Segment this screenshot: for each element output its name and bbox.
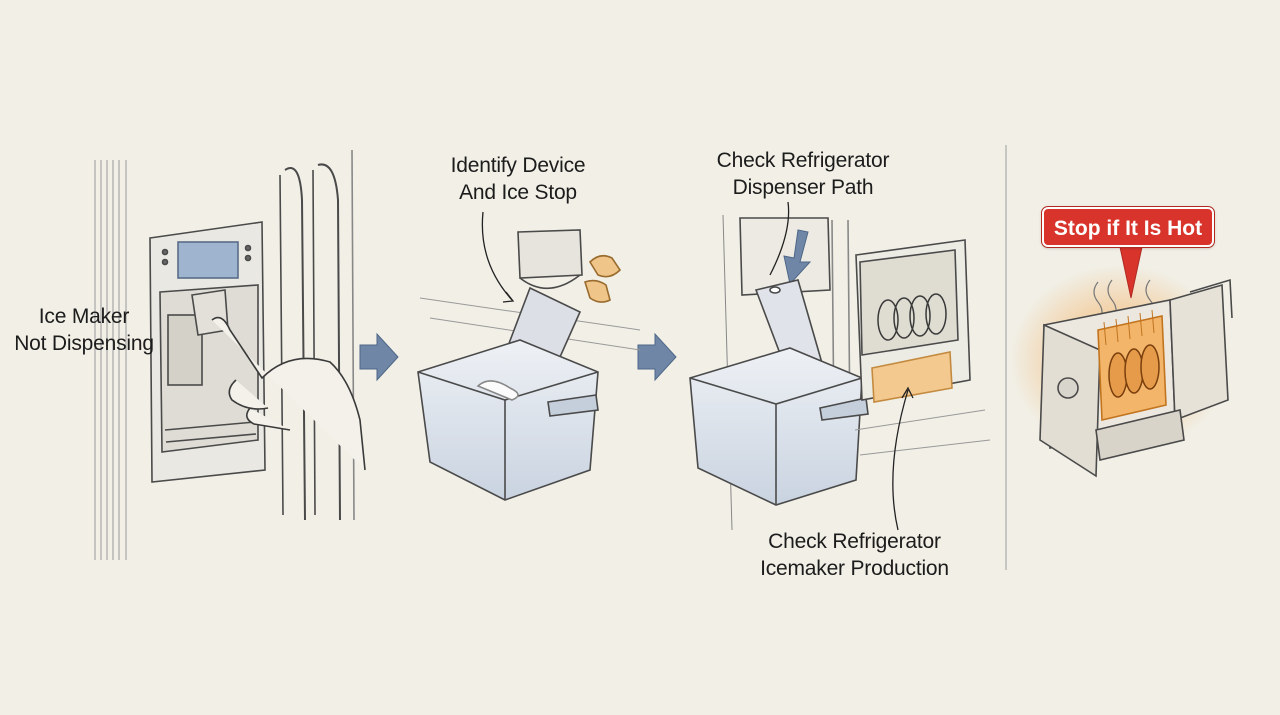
label-line: Identify Device [450,154,586,177]
dispenser-icemaker-illustration [689,201,991,531]
label-ice-maker-not-dispensing: Ice Maker Not Dispensing [4,303,164,357]
warning-badge-stop-if-hot: Stop if It Is Hot [1042,207,1214,247]
label-check-icemaker-production: Check Refrigerator Icemaker Production [742,528,967,582]
hot-icemaker-illustration [1010,246,1233,478]
flow-arrow-1 [359,332,399,382]
label-line: And Ice Stop [459,181,577,204]
ice-bin-chute-illustration [417,211,641,501]
label-check-dispenser-path: Check Refrigerator Dispenser Path [698,147,908,201]
label-line: Check Refrigerator [768,530,941,553]
label-line: Not Dispensing [14,332,154,355]
fridge-dispenser-illustration [94,149,366,560]
label-line: Icemaker Production [760,557,949,580]
label-line: Ice Maker [38,305,130,328]
label-identify-device: Identify Device And Ice Stop [428,152,608,206]
flow-arrow-2 [637,332,677,382]
label-line: Check Refrigerator [716,149,890,172]
label-line: Dispenser Path [732,176,874,199]
